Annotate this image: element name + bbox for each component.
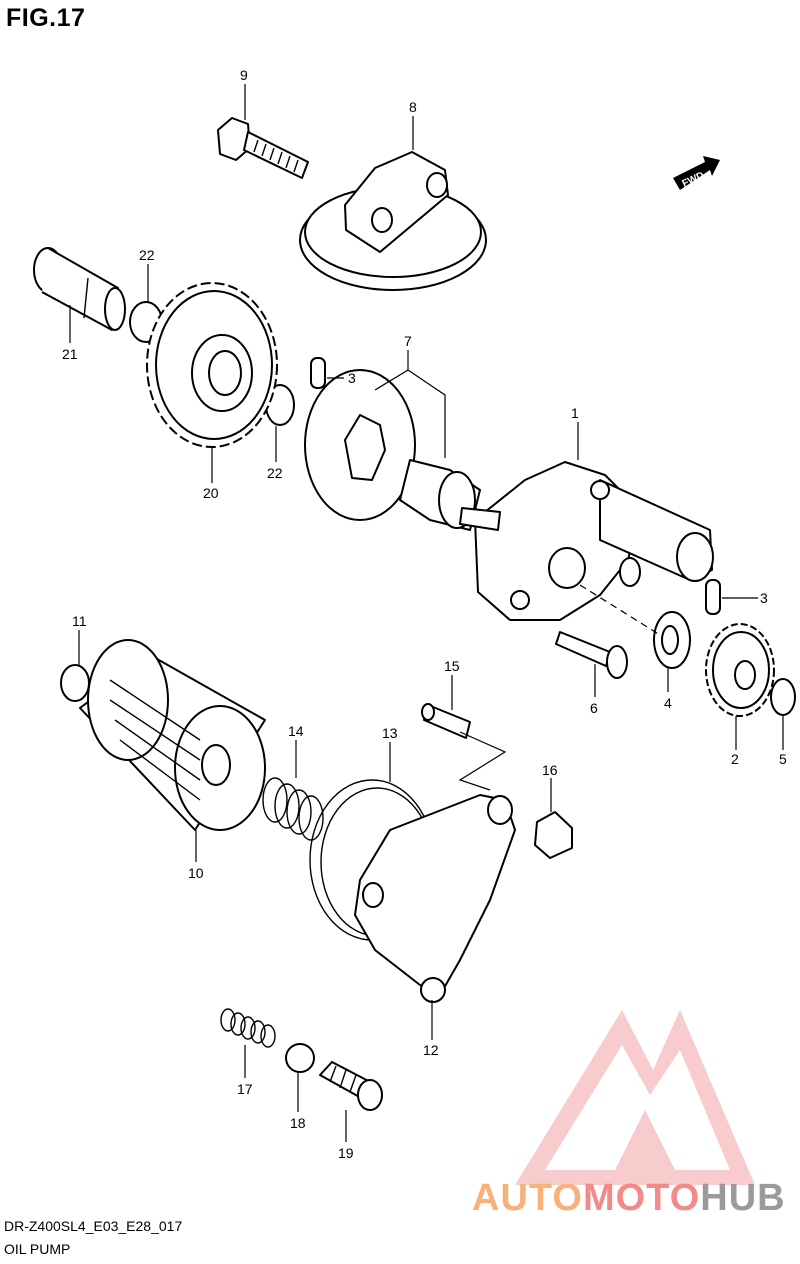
part-11-o-ring [60, 664, 90, 702]
fwd-arrow-icon: FWD [673, 156, 720, 190]
part-7-rotor-set [304, 369, 481, 531]
callout-20: 20 [203, 485, 219, 501]
watermark-logo [515, 1010, 755, 1185]
callout-7: 7 [404, 333, 412, 349]
callout-10: 10 [188, 865, 204, 881]
callout-4: 4 [664, 695, 672, 711]
figure-title: FIG.17 [6, 4, 86, 32]
watermark-part-1: AUTO [472, 1177, 583, 1219]
callout-17: 17 [237, 1081, 253, 1097]
callout-labels: 1 2 3 3 4 5 6 7 8 9 10 11 12 13 14 15 16… [62, 67, 787, 1161]
callout-13: 13 [382, 725, 398, 741]
callout-3-upper: 3 [348, 370, 356, 386]
part-3-dowel-lower [705, 579, 721, 615]
part-15-dowel [421, 703, 471, 739]
watermark-part-3: HUB [700, 1177, 786, 1219]
part-3-dowel-upper [310, 357, 326, 389]
part-17-spring [220, 1008, 276, 1048]
callout-21: 21 [62, 346, 78, 362]
callout-1: 1 [571, 405, 579, 421]
callout-3-lower: 3 [760, 590, 768, 606]
part-5-circlip [770, 678, 796, 716]
callout-8: 8 [409, 99, 417, 115]
part-10-oil-filter [79, 639, 266, 831]
part-9-bolt [217, 117, 309, 179]
callout-22-lower: 22 [267, 465, 283, 481]
part-21-shaft [33, 247, 126, 331]
part-19-plug [319, 1061, 383, 1111]
callout-22-upper: 22 [139, 247, 155, 263]
part-8-cap [299, 151, 487, 291]
callout-5: 5 [779, 751, 787, 767]
callout-16: 16 [542, 762, 558, 778]
part-16-cap-nut [534, 811, 573, 859]
watermark-part-2: MOTO [582, 1177, 701, 1219]
callout-6: 6 [590, 700, 598, 716]
part-6-screw [555, 631, 628, 679]
footer-diagram-code: DR-Z400SL4_E03_E28_017 [4, 1218, 183, 1234]
callout-11: 11 [72, 613, 87, 629]
callout-2: 2 [731, 751, 739, 767]
part-1-pump-body [459, 461, 714, 621]
callout-14: 14 [288, 723, 304, 739]
callout-18: 18 [290, 1115, 306, 1131]
footer-diagram-name: OIL PUMP [4, 1241, 71, 1257]
part-2-small-gear [705, 623, 775, 717]
callout-15: 15 [444, 658, 460, 674]
part-14-spring [262, 777, 324, 841]
part-12-filter-cap [354, 794, 516, 1003]
part-4-washer [653, 611, 691, 669]
leader-lines [69, 84, 784, 1142]
watermark-wordmark: AUTOMOTOHUB [472, 1177, 786, 1220]
callout-19: 19 [338, 1145, 354, 1161]
callout-12: 12 [423, 1042, 439, 1058]
part-18-ball [285, 1043, 315, 1073]
callout-9: 9 [240, 67, 248, 83]
part-20-gear [146, 282, 278, 448]
